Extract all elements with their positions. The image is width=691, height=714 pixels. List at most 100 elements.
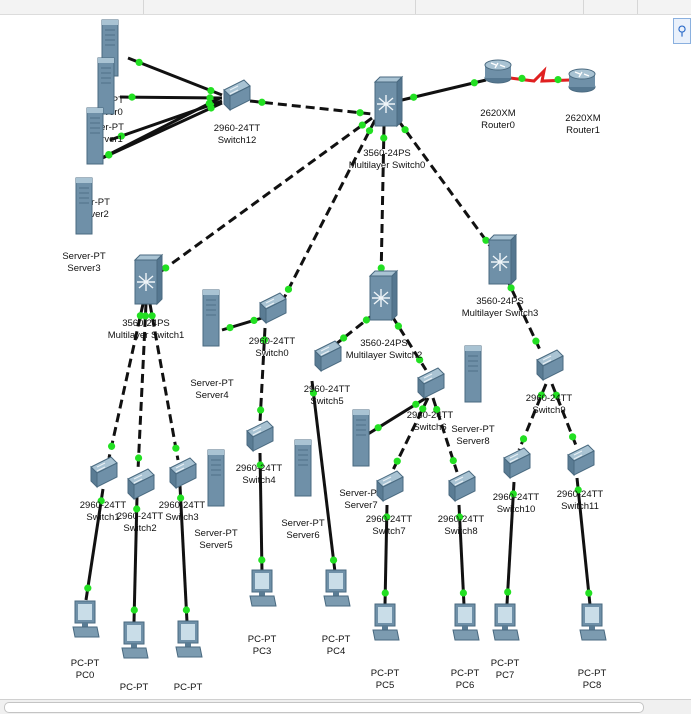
- link-switch12-mls0[interactable]: [249, 98, 373, 117]
- link-mls0-mls3[interactable]: [396, 119, 495, 251]
- device-name-label: Switch11: [561, 501, 599, 512]
- scrollbar-thumb[interactable]: [4, 702, 644, 713]
- link-switch4-pc3[interactable]: [256, 452, 266, 573]
- server-icon: [202, 289, 220, 347]
- link-mls1-switch3[interactable]: [148, 303, 180, 461]
- link-switch6-switch7[interactable]: [390, 397, 430, 473]
- link-switch11-pc8[interactable]: [574, 477, 593, 606]
- port-status-indicator: [569, 433, 577, 441]
- port-status-indicator: [518, 74, 526, 82]
- device-model-label: PC-PT: [451, 668, 480, 679]
- link-switch3-pc2[interactable]: [177, 485, 190, 623]
- port-status-indicator: [309, 389, 318, 397]
- link-switch5-pc4[interactable]: [309, 380, 338, 573]
- link-switch6-switch8[interactable]: [431, 397, 459, 473]
- link-switch2-pc1[interactable]: [130, 496, 141, 623]
- device-model-label: 2960-24TT: [214, 123, 261, 134]
- port-status-indicator: [393, 457, 401, 465]
- network-topology-canvas[interactable]: er-PTrver0er-PTrver1er-PTrver2Server-PTS…: [0, 0, 691, 699]
- straight-cable: [132, 496, 139, 623]
- link-mls2-switch6[interactable]: [390, 315, 428, 371]
- link-mls0-router0[interactable]: [401, 78, 487, 102]
- switch-icon: [448, 470, 476, 503]
- link-switch9-switch10[interactable]: [517, 383, 548, 451]
- straight-cable: [310, 380, 337, 573]
- port-status-indicator: [84, 584, 92, 592]
- link-router0-router1[interactable]: [509, 66, 571, 84]
- link-server4-switch0[interactable]: [221, 316, 263, 332]
- link-switch0-switch4[interactable]: [257, 327, 268, 423]
- link-switch8-pc6[interactable]: [455, 504, 468, 606]
- port-status-indicator: [504, 588, 512, 596]
- port-status-indicator: [455, 513, 464, 521]
- device-pc2[interactable]: PC-PT: [174, 620, 203, 693]
- link-mls0-switch0[interactable]: [281, 119, 377, 301]
- link-server3-switch12[interactable]: [97, 96, 221, 162]
- device-model-label: Server-PT: [339, 488, 382, 499]
- switch-icon: [567, 444, 595, 477]
- link-server0-switch12[interactable]: [127, 56, 223, 97]
- switch-icon: [223, 79, 251, 112]
- horizontal-scrollbar[interactable]: [0, 699, 691, 714]
- link-switch9-switch11[interactable]: [550, 383, 579, 449]
- device-name-label: Server6: [286, 530, 319, 541]
- toolbar-divider: [415, 0, 416, 14]
- device-name-label: Router0: [481, 120, 515, 131]
- port-status-indicator: [519, 435, 528, 443]
- device-pc1[interactable]: PC-PT: [120, 621, 149, 693]
- link-mls1-switch2[interactable]: [134, 303, 150, 471]
- link-mls0-mls2[interactable]: [377, 125, 388, 281]
- link-switch10-pc7[interactable]: [504, 481, 517, 605]
- link-server1-switch12[interactable]: [119, 93, 223, 102]
- link-mls3-switch9[interactable]: [504, 276, 543, 353]
- server-icon: [464, 345, 482, 403]
- link-mls2-switch5[interactable]: [335, 312, 375, 346]
- device-model-label: PC-PT: [491, 658, 520, 669]
- link-switch1-pc0[interactable]: [84, 488, 105, 601]
- link-mls0-mls1[interactable]: [155, 116, 373, 277]
- search-button[interactable]: ⚲: [673, 18, 691, 44]
- straight-cable: [505, 481, 516, 605]
- device-name-label: PC6: [456, 680, 474, 691]
- straight-cable: [383, 504, 389, 606]
- link-switch7-pc5[interactable]: [381, 504, 391, 606]
- device-name-label: PC7: [496, 670, 514, 681]
- device-model-label: PC-PT: [120, 682, 149, 693]
- link-switch6-server7[interactable]: [367, 396, 427, 436]
- device-name-label: Switch0: [255, 348, 288, 359]
